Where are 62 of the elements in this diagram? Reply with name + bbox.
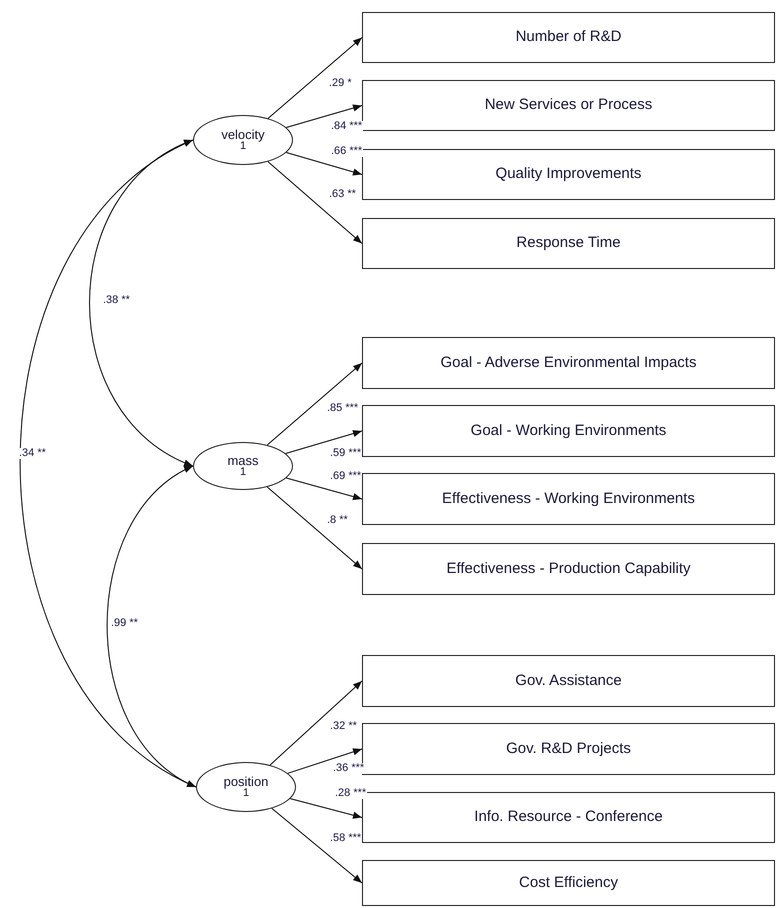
- arrow: [290, 798, 362, 819]
- indicator-box: [362, 792, 775, 843]
- arrow: [286, 152, 362, 176]
- indicator-box: [362, 149, 775, 200]
- indicator-box: [362, 723, 775, 775]
- edge-label: .66 ***: [330, 146, 364, 157]
- double-headed-arrow: [106, 466, 196, 788]
- latent-variable-ellipse: [193, 115, 293, 165]
- indicator-box: [362, 80, 775, 131]
- arrow: [271, 808, 362, 884]
- variance-label: 1: [240, 467, 246, 478]
- double-headed-arrow: [89, 140, 194, 466]
- edge-label: .28 ***: [334, 788, 368, 799]
- variable-name: mass: [227, 454, 259, 467]
- indicator-label: Gov. R&D Projects: [506, 738, 631, 759]
- edge-label: .34 **: [18, 448, 47, 459]
- indicator-label: Effectiveness - Working Environments: [442, 488, 695, 509]
- indicator-label: Cost Efficiency: [519, 872, 618, 893]
- edge-label: .84 ***: [330, 121, 364, 132]
- indicator-label: Quality Improvements: [496, 164, 642, 184]
- edge-label: .38 **: [102, 295, 131, 306]
- edge-label: .85 ***: [326, 403, 360, 414]
- indicator-box: [362, 543, 775, 595]
- latent-variable-ellipse: [193, 442, 293, 490]
- arrow: [270, 680, 362, 766]
- edge-label: .29 *: [328, 78, 353, 89]
- variance-label: 1: [242, 788, 250, 799]
- indicator-box: [362, 655, 775, 707]
- arrow: [287, 748, 362, 774]
- arrow: [267, 161, 362, 244]
- arrow: [285, 430, 362, 454]
- indicator-label: Goal - Adverse Environmental Impacts: [440, 352, 696, 373]
- indicator-label: Goal - Working Environments: [470, 420, 666, 441]
- edge-label: .58 ***: [329, 833, 362, 844]
- edge-label: .36 ***: [332, 763, 366, 774]
- arrow: [268, 37, 362, 119]
- variable-name: velocity: [221, 128, 265, 141]
- variable-name: position: [224, 775, 268, 788]
- edge-label: .63 **: [328, 189, 357, 200]
- indicator-label: Effectiveness - Production Capability: [446, 558, 690, 579]
- arrow: [286, 478, 362, 500]
- indicator-box: [362, 337, 775, 389]
- indicator-box: [362, 405, 775, 457]
- indicator-label: New Services or Process: [484, 95, 652, 116]
- arrow: [266, 362, 362, 446]
- indicator-box: [362, 12, 775, 63]
- indicator-box: [362, 218, 775, 269]
- arrow: [266, 486, 362, 570]
- edge-label: .32 **: [329, 721, 358, 732]
- edge-label: .69 ***: [329, 471, 362, 482]
- indicator-label: Info. Resource - Conference: [474, 807, 663, 828]
- arrow: [286, 104, 362, 128]
- latent-variable-ellipse: [196, 762, 296, 812]
- edge-label: .8 **: [326, 515, 349, 526]
- indicator-label: Response Time: [516, 233, 621, 254]
- edge-label: .99 **: [110, 618, 139, 629]
- indicator-label: Gov. Assistance: [515, 670, 622, 691]
- variance-label: 1: [240, 141, 246, 152]
- indicator-label: Number of R&D: [516, 27, 622, 48]
- edge-label: .59 ***: [329, 448, 362, 459]
- indicator-box: [362, 473, 775, 525]
- indicator-box: [362, 860, 775, 906]
